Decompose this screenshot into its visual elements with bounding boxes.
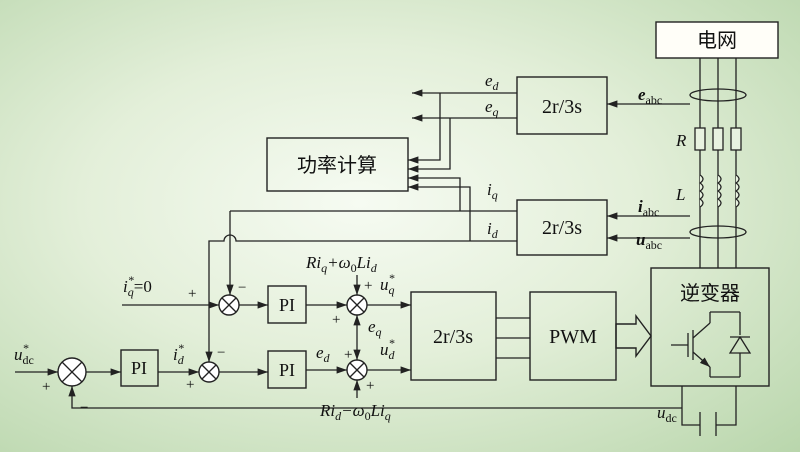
- ed-ff-label: ed: [316, 343, 331, 365]
- grid-block: 电网: [655, 21, 779, 59]
- u-abc-label: uabc: [636, 230, 662, 252]
- id-label: id: [487, 219, 499, 241]
- udc-meas-label: udc: [657, 403, 677, 425]
- transform-block-top: 2r/3s: [516, 76, 608, 135]
- wiring: [15, 58, 747, 436]
- power-calc-label: 功率计算: [297, 153, 377, 177]
- bottom-decouple-label: Rid−ω0Liq: [319, 401, 391, 423]
- inductor-label: L: [675, 185, 685, 204]
- sign-plus-d: +: [186, 377, 194, 393]
- igbt-symbol: [671, 311, 752, 378]
- signal-labels: ed eq eabc R L iq id iabc uabc u*dc i*q=…: [14, 71, 687, 425]
- power-calc-block: 功率计算: [266, 137, 409, 192]
- sum-junction-d-ff: [346, 359, 368, 381]
- sign-minus-d: −: [217, 345, 225, 361]
- pwm-label: PWM: [549, 326, 597, 348]
- e-abc-label: eabc: [638, 85, 662, 107]
- sign-plus-q: +: [188, 286, 196, 302]
- eq-ff-label: eq: [368, 317, 382, 339]
- sign-labels: + − + − + − + + + +: [42, 278, 374, 416]
- sum-junction-dc: [57, 357, 87, 387]
- transform-block-mid: 2r/3s: [516, 199, 608, 256]
- iq-label: iq: [487, 180, 498, 202]
- sum-junction-q: [218, 294, 240, 316]
- sign-plus-q-ff-left: +: [332, 312, 340, 328]
- pi-q-block: PI: [267, 285, 307, 324]
- transform-top-label: 2r/3s: [542, 96, 582, 118]
- id-ref-label: i*d: [173, 341, 185, 367]
- i-abc-label: iabc: [638, 197, 659, 219]
- ud-ref-label: u*d: [380, 336, 396, 362]
- pwm-block: PWM: [529, 291, 617, 381]
- top-decouple-label: Riq+ω0Lid: [305, 253, 378, 275]
- iq-ref-label: i*q=0: [123, 273, 152, 299]
- sum-junction-q-ff: [346, 294, 368, 316]
- pi-d-label: PI: [279, 360, 295, 380]
- inverter-block: 逆变器: [650, 267, 770, 387]
- sign-minus-q: −: [238, 280, 246, 296]
- transform-main-label: 2r/3s: [433, 326, 473, 348]
- sign-plus-d-ff-left: +: [344, 347, 352, 363]
- pi-d-block: PI: [267, 350, 307, 389]
- sign-plus-dc: +: [42, 379, 50, 395]
- udc-ref-label: u*dc: [14, 341, 34, 367]
- pi-dc-block: PI: [120, 349, 159, 387]
- grid-label: 电网: [697, 28, 737, 52]
- eq-top-label: eq: [485, 97, 499, 119]
- inverter-label: 逆变器: [680, 281, 740, 305]
- sign-plus-d-ff-bottom: +: [366, 378, 374, 394]
- resistor-label: R: [675, 131, 687, 150]
- sign-plus-q-ff-top: +: [364, 278, 372, 294]
- transform-block-main: 2r/3s: [410, 291, 497, 381]
- sign-minus-dc: −: [80, 400, 88, 416]
- sum-junction-d: [198, 361, 220, 383]
- ed-top-label: ed: [485, 71, 500, 93]
- transform-mid-label: 2r/3s: [542, 217, 582, 239]
- pi-dc-label: PI: [131, 358, 147, 378]
- uq-ref-label: u*q: [380, 271, 395, 297]
- pi-q-label: PI: [279, 295, 295, 315]
